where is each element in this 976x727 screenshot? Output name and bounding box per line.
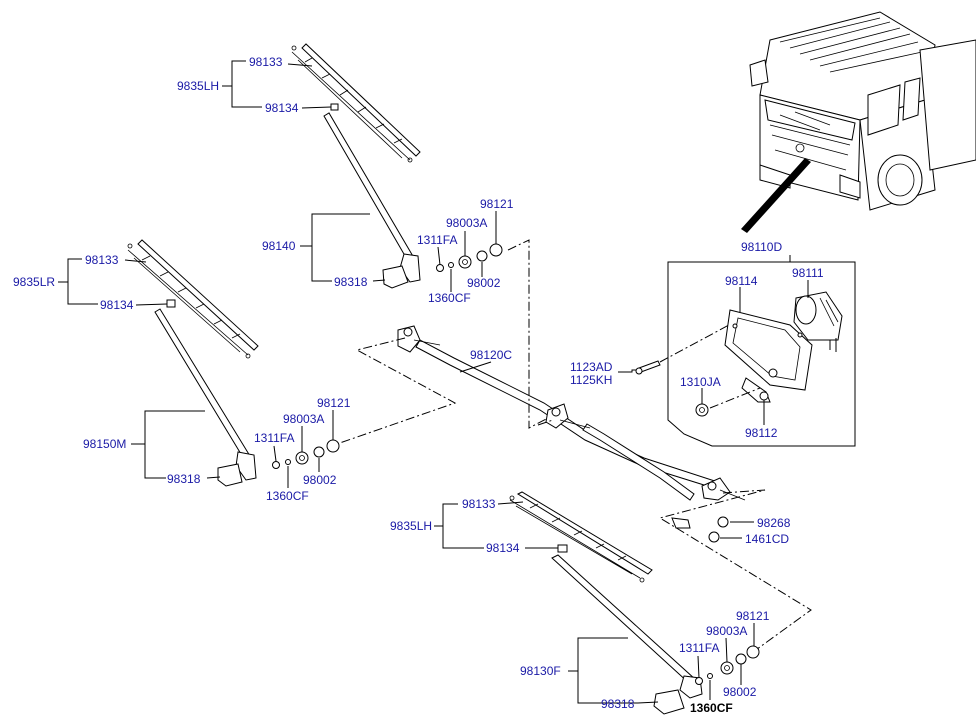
- label-98140: 98140: [262, 239, 296, 253]
- label-98133-top: 98133: [249, 55, 283, 69]
- label-98003A-bottom: 98003A: [706, 624, 747, 638]
- label-1310JA: 1310JA: [680, 375, 721, 389]
- label-1311FA-bottom: 1311FA: [679, 641, 719, 655]
- wiper-motor-bracket: [724, 309, 813, 391]
- label-98003A-top: 98003A: [446, 216, 487, 230]
- label-98150M: 98150M: [83, 437, 126, 451]
- hub-parts-mid: [272, 439, 340, 469]
- hub-parts-top: [436, 243, 503, 272]
- label-1311FA-top: 1311FA: [417, 233, 457, 247]
- motor-assembly-box: [667, 255, 856, 447]
- label-98002-mid: 98002: [303, 473, 337, 487]
- wiper-insert-98134-mid: [166, 299, 176, 308]
- label-98133-bottom: 98133: [462, 497, 496, 511]
- label-1360CF-mid: 1360CF: [266, 489, 309, 503]
- label-98133-mid: 98133: [85, 253, 119, 267]
- label-98121-bottom: 98121: [736, 609, 770, 623]
- label-9835LR: 9835LR: [13, 275, 55, 289]
- label-98111: 98111: [792, 266, 824, 280]
- truck-cab-illustration: [749, 11, 976, 211]
- label-1125KH: 1125KH: [570, 373, 612, 387]
- cap-1461CD: [708, 531, 720, 543]
- label-98121-top: 98121: [480, 197, 514, 211]
- wiper-insert-98134-top: [330, 103, 339, 111]
- label-98002-top: 98002: [467, 276, 501, 290]
- label-1360CF-bottom: 1360CF: [690, 701, 733, 715]
- label-98318-mid: 98318: [167, 472, 201, 486]
- wiper-blade-98133-bottom: [509, 491, 653, 583]
- label-98134-top: 98134: [265, 101, 299, 115]
- pointer-arrow: [741, 158, 811, 233]
- label-98130F: 98130F: [520, 664, 561, 678]
- label-1123AD: 1123AD: [570, 360, 613, 374]
- label-98002-bottom: 98002: [723, 685, 757, 699]
- label-98121-mid: 98121: [317, 396, 351, 410]
- label-98110D: 98110D: [741, 240, 782, 254]
- wiper-blade-98133-mid: [127, 239, 259, 359]
- label-98318-bottom: 98318: [601, 697, 635, 711]
- label-98003A-mid: 98003A: [283, 412, 324, 426]
- wiper-arm-98130F: [551, 554, 703, 715]
- label-9835LH-top: 9835LH: [177, 79, 219, 93]
- label-98114: 98114: [725, 274, 758, 288]
- bolt-1123AD: [635, 360, 661, 375]
- wiper-arm-98140: [323, 112, 421, 289]
- label-98134-bottom: 98134: [486, 541, 520, 555]
- wiper-insert-98134-bottom: [557, 544, 568, 553]
- wiper-motor: [793, 291, 843, 352]
- hub-parts-bottom: [695, 645, 760, 685]
- label-98268: 98268: [757, 516, 791, 530]
- label-9835LH-bottom: 9835LH: [390, 519, 432, 533]
- label-98318-top: 98318: [334, 275, 368, 289]
- label-98112: 98112: [745, 426, 778, 440]
- label-1461CD: 1461CD: [745, 532, 789, 546]
- grommet-98268: [717, 516, 729, 528]
- wiper-arm-98150M: [154, 308, 257, 487]
- label-98120C: 98120C: [470, 348, 512, 362]
- label-98134-mid: 98134: [100, 298, 134, 312]
- label-1311FA-mid: 1311FA: [254, 431, 294, 445]
- wiper-blade-98133-top: [291, 43, 421, 163]
- wiper-linkage-98120C: [397, 325, 746, 529]
- nut-1310JA: [695, 403, 709, 417]
- label-1360CF-top: 1360CF: [428, 291, 471, 305]
